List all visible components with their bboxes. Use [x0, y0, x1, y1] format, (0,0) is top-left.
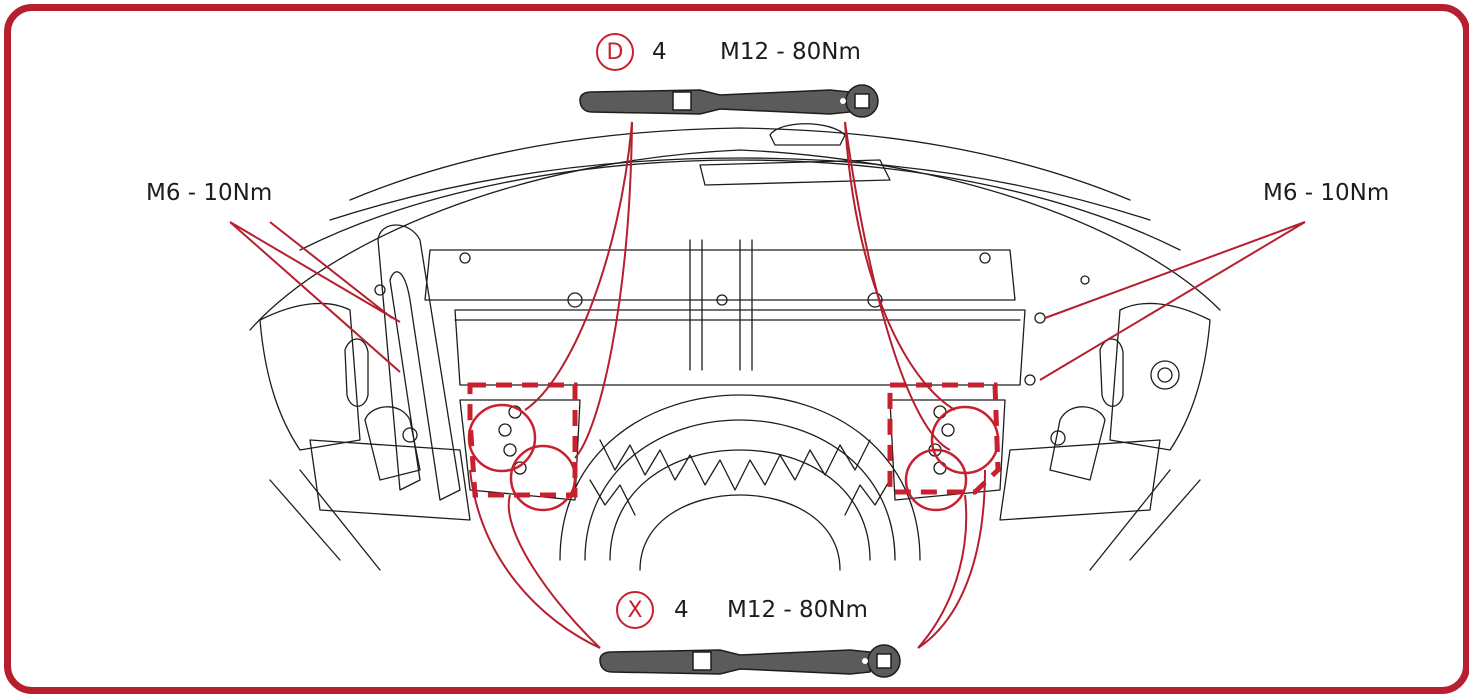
torque-spec-x: M12 - 80Nm — [727, 597, 868, 623]
part-quantity-x: 4 — [674, 597, 689, 623]
part-quantity-d: 4 — [652, 39, 667, 65]
torque-spec-left: M6 - 10Nm — [146, 180, 273, 206]
torque-wrench-icon — [579, 84, 879, 118]
torque-wrench-icon — [599, 644, 901, 678]
torque-spec-d: M12 - 80Nm — [720, 39, 861, 65]
torque-spec-right: M6 - 10Nm — [1263, 180, 1390, 206]
part-badge-x: X — [616, 591, 654, 629]
part-badge-d: D — [596, 33, 634, 71]
